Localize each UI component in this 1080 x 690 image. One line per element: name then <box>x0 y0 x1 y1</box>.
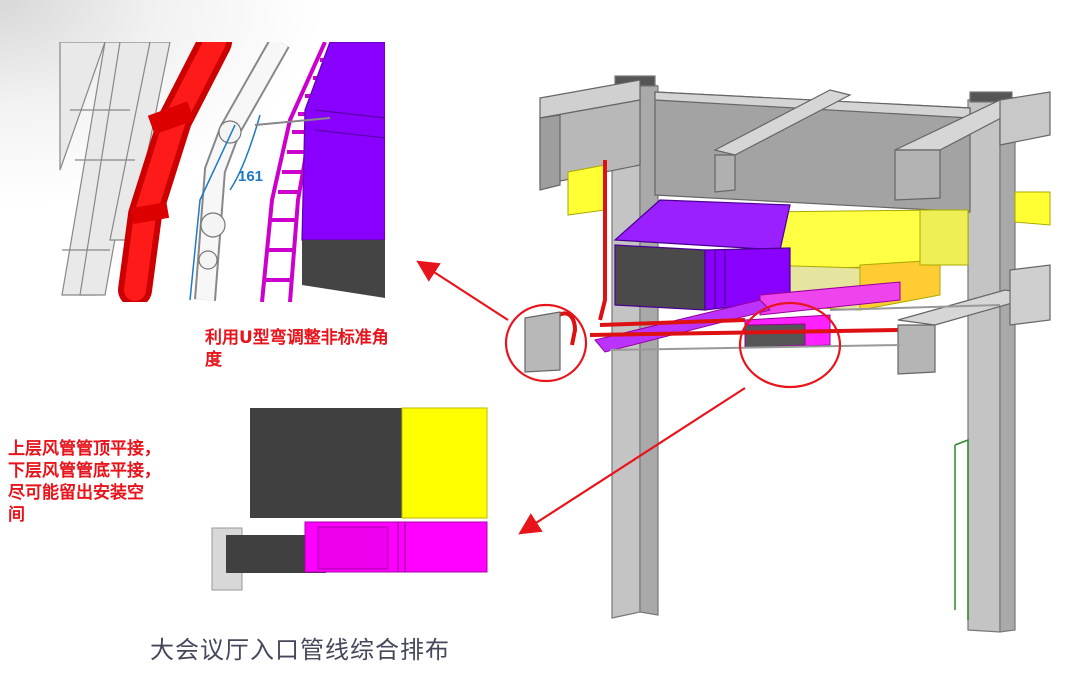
ground-line <box>954 438 969 620</box>
annotation-duct-alignment: 上层风管管顶平接， 下层风管管底平接， 尽可能留出安装空 间 <box>8 438 208 526</box>
callout-circle-right <box>738 301 842 389</box>
annotation-line: 下层风管管底平接， <box>8 461 161 481</box>
figure-caption: 大会议厅入口管线综合排布 <box>150 636 450 664</box>
steel-beams-lower <box>524 264 1051 375</box>
steel-beams-top <box>539 79 1051 213</box>
annotation-line: 度 <box>205 350 222 370</box>
lower-duct <box>211 521 488 591</box>
red-pipe <box>118 42 232 302</box>
red-pipes-main <box>553 160 901 346</box>
annotation-line: 利用U型弯调整非标准角 <box>205 328 389 348</box>
arrow-to-duct-detail <box>518 387 746 535</box>
upper-duct <box>250 407 488 519</box>
annotation-line: 间 <box>8 505 25 525</box>
annotation-line: 尽可能留出安装空 <box>8 483 144 503</box>
annotation-line: 上层风管管顶平接， <box>8 439 161 459</box>
steel-beam-left <box>59 42 171 296</box>
purple-duct <box>254 42 385 298</box>
dimension-label: 161 <box>238 168 264 185</box>
callout-circle-left <box>504 303 588 383</box>
annotation-u-bend: 利用U型弯调整非标准角 度 <box>205 327 445 371</box>
arrow-to-u-bend <box>416 260 509 321</box>
white-pipe <box>194 42 290 301</box>
